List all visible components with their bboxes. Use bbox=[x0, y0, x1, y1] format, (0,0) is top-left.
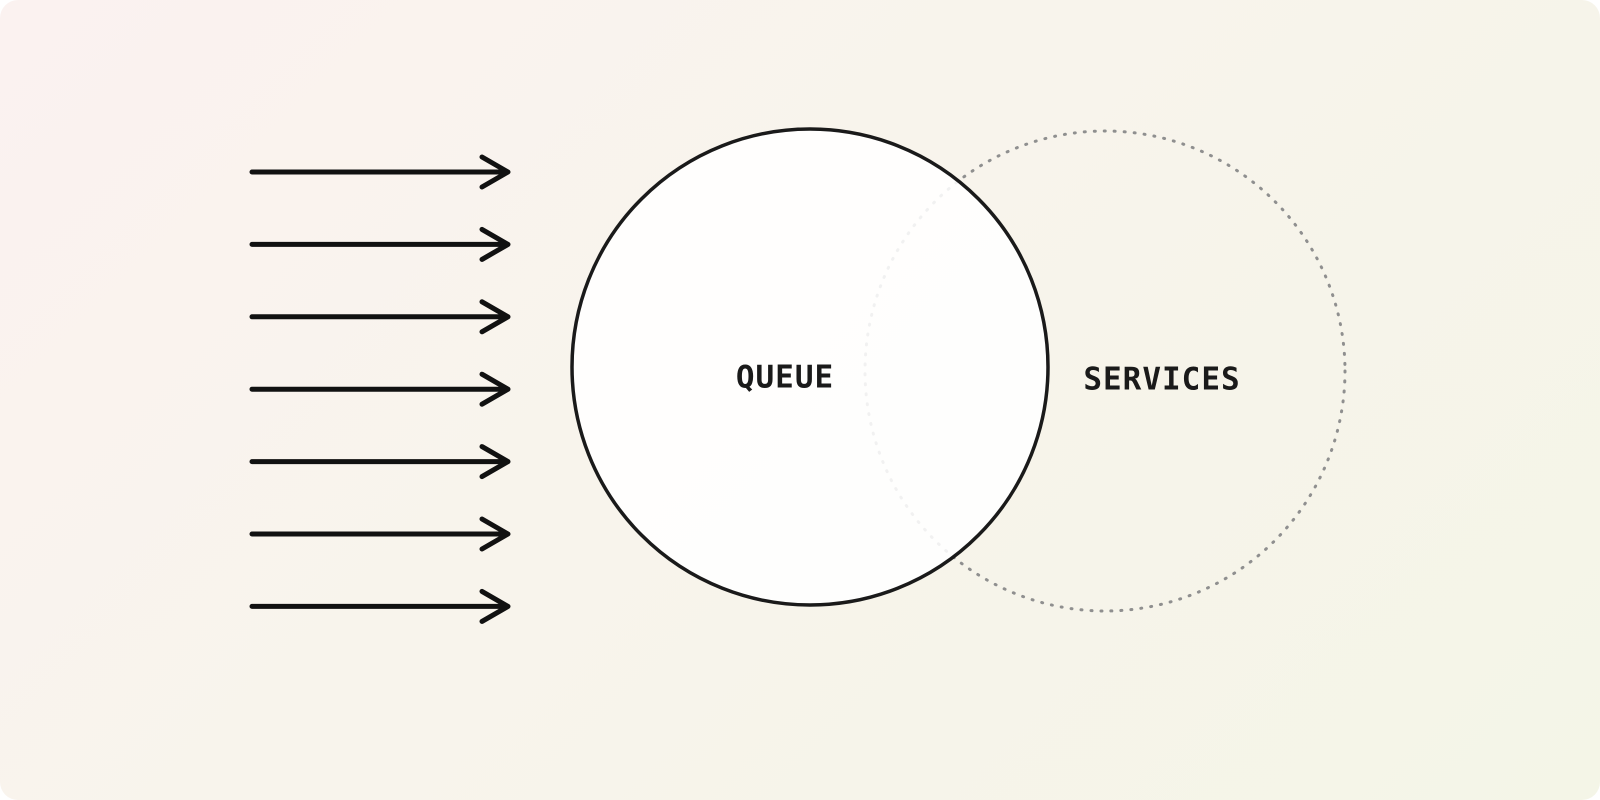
incoming-arrow bbox=[249, 299, 511, 335]
incoming-arrow bbox=[249, 588, 511, 624]
incoming-arrow bbox=[249, 516, 511, 552]
incoming-arrow bbox=[249, 226, 511, 262]
queue-label: QUEUE bbox=[736, 360, 834, 396]
services-circle bbox=[863, 129, 1347, 613]
incoming-arrows bbox=[249, 154, 511, 624]
incoming-arrow bbox=[249, 371, 511, 407]
services-label: SERVICES bbox=[1083, 362, 1240, 398]
queue-circle bbox=[570, 127, 1050, 607]
incoming-arrow bbox=[249, 444, 511, 480]
incoming-arrow bbox=[249, 154, 511, 190]
